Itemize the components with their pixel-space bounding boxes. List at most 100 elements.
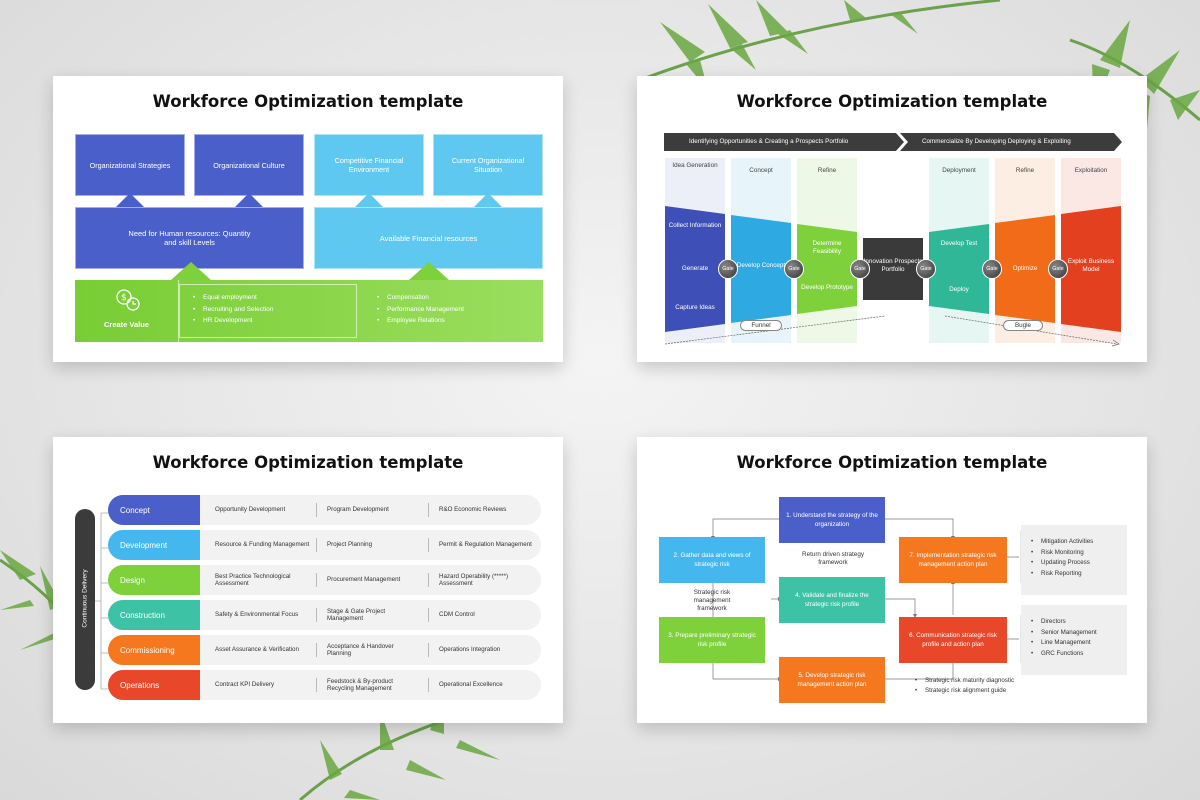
gate-icon: Gate — [916, 259, 936, 279]
step-1-box: 1. Understand the strategy of the organi… — [779, 497, 885, 543]
phase-cell: Procurement Management — [327, 576, 401, 584]
divider — [316, 573, 317, 587]
hr-list-left: Equal employment Recruiting and Selectio… — [193, 292, 273, 327]
list-item: Recruiting and Selection — [193, 304, 273, 316]
divider — [316, 678, 317, 692]
create-value-icon-box: $ Create Value — [75, 280, 179, 342]
stage-refine-2: Refine — [1015, 167, 1035, 174]
divider — [428, 608, 429, 622]
phase-cell: Feedstock & By-product Recycling Managem… — [327, 677, 394, 693]
slide-title: Workforce Optimization template — [152, 453, 464, 472]
slide-title: Workforce Optimization template — [736, 92, 1048, 111]
funnel-label: Funnel — [740, 320, 782, 331]
create-value-label: Create Value — [103, 320, 150, 329]
phase-cell: Resource & Funding Management — [215, 541, 310, 549]
item-innovation-portfolio: Innovation Prospects Portfolio — [863, 258, 923, 273]
gate-icon: Gate — [718, 259, 738, 279]
phase-cell: CDM Control — [439, 611, 475, 619]
step-2-box: 2. Gather data and views of strategic ri… — [659, 537, 765, 583]
box-organizational-culture: Organizational Culture — [194, 134, 304, 196]
box-available-financial-resources: Available Financial resources — [314, 207, 543, 269]
gate-icon: Gate — [1048, 259, 1068, 279]
box-organizational-strategies: Organizational Strategies — [75, 134, 185, 196]
list-item: Senior Management — [1031, 628, 1097, 639]
divider — [316, 503, 317, 517]
phase-label: Development — [108, 530, 200, 560]
step-3-box: 3. Prepare preliminary strategic risk pr… — [659, 617, 765, 663]
continuous-delivery-label: Continuous Delivery — [81, 569, 89, 628]
step-6-box: 6. Communication strategic risk profile … — [899, 617, 1007, 663]
phase-row: Development Resource & Funding Management… — [108, 530, 541, 560]
slide-4[interactable]: Workforce Optimization template 1. Under… — [637, 437, 1147, 723]
box-need-for-hr: Need for Human resources: Quantity and s… — [75, 207, 304, 269]
list-item: Strategic risk maturity diagnostic — [915, 677, 1035, 685]
step-7-box: 7. Implementation strategic risk managem… — [899, 537, 1007, 583]
divider — [428, 538, 429, 552]
divider — [428, 678, 429, 692]
divider — [428, 643, 429, 657]
step-4-box: 4. Validate and finalize the strategic r… — [779, 577, 885, 623]
banner-arrows — [664, 133, 1122, 151]
arrow-up — [235, 193, 263, 207]
arrow-up — [409, 262, 449, 280]
phase-cell: Program Development — [327, 506, 389, 514]
communication-list: Directors Senior Management Line Managem… — [1031, 617, 1097, 659]
phase-label: Concept — [108, 495, 200, 525]
funnel-bugle-shape — [665, 206, 1121, 332]
slide-2[interactable]: Workforce Optimization template Identify… — [637, 76, 1147, 362]
divider — [428, 573, 429, 587]
item-generate: Generate — [681, 265, 709, 272]
phase-cell: Best Practice Technological Assessment — [215, 572, 291, 588]
item-capture-ideas: Capture Ideas — [675, 304, 715, 311]
box-current-organizational-situation: Current Organizational Situation — [433, 134, 543, 196]
phase-cell: Safety & Environmental Focus — [215, 611, 299, 619]
stage-deployment: Deployment — [942, 167, 976, 174]
arrow-up — [355, 193, 383, 207]
arrow-up — [171, 262, 211, 280]
list-item: Line Management — [1031, 638, 1097, 649]
list-item: Compensation — [377, 292, 464, 304]
item-collect-information: Collect Information — [668, 222, 722, 229]
slide-1[interactable]: Workforce Optimization template Organiza… — [53, 76, 563, 362]
divider — [316, 608, 317, 622]
list-box-left — [179, 284, 357, 338]
continuous-delivery-bar — [75, 509, 95, 690]
phase-cell: R&O Economic Reviews — [439, 506, 507, 514]
banner-right-text: Commercialize By Developing Deploying & … — [922, 138, 1071, 145]
list-item: Risk Monitoring — [1031, 548, 1093, 559]
list-item: Risk Reporting — [1031, 569, 1093, 580]
list-item: HR Development — [193, 315, 273, 327]
item-exploit-business-model: Exploit Business Model — [1067, 258, 1115, 273]
slide-title: Workforce Optimization template — [736, 453, 1048, 472]
box-competitive-financial-environment: Competitive Financial Environment — [314, 134, 424, 196]
create-value-panel: $ Create Value Equal employment Recruiti… — [75, 280, 543, 342]
phase-cell: Acceptance & Handover Planning — [327, 642, 394, 658]
phase-cell: Permit & Regulation Management — [439, 541, 532, 549]
phase-cell: Asset Assurance & Verification — [215, 646, 299, 654]
phase-cell: Hazard Operability (*****) Assessment — [439, 572, 509, 588]
item-determine-feasibility: Determine Feasibility — [812, 240, 842, 255]
note-srm-framework: Strategic risk management framework — [693, 589, 731, 612]
phase-cell: Operational Excellence — [439, 681, 503, 689]
money-clock-icon: $ — [116, 289, 140, 311]
list-item: Directors — [1031, 617, 1097, 628]
trend-line — [665, 315, 1120, 347]
slide-3[interactable]: Workforce Optimization template Continuo… — [53, 437, 563, 723]
item-optimize: Optimize — [1012, 265, 1038, 272]
list-item: Performance Management — [377, 304, 464, 316]
gate-icon: Gate — [784, 259, 804, 279]
phase-label: Operations — [108, 670, 200, 700]
list-item: Updating Process — [1031, 558, 1093, 569]
list-item: GRC Functions — [1031, 649, 1097, 660]
svg-text:$: $ — [121, 293, 127, 303]
connector-lines — [95, 512, 109, 690]
implementation-list-panel: Mitigation Activities Risk Monitoring Up… — [1021, 525, 1127, 595]
item-develop-test: Develop Test — [940, 240, 978, 247]
item-develop-concept: Develop Concept — [736, 262, 786, 269]
diagnostic-list: Strategic risk maturity diagnostic Strat… — [915, 677, 1035, 694]
